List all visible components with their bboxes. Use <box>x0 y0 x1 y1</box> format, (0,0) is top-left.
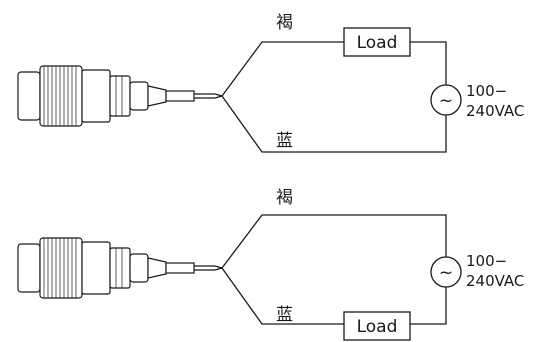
circuit-2: Load ~ 100− 240VAC 褐 蓝 <box>17 188 524 341</box>
blue-wire-label: 蓝 <box>276 305 293 325</box>
voltage-line-2: 240VAC <box>466 102 524 120</box>
blue-wire-label: 蓝 <box>276 131 293 151</box>
blue-wire <box>214 267 344 325</box>
load-to-source-wire <box>410 287 447 325</box>
load-label: Load <box>357 33 398 53</box>
voltage-line-2: 240VAC <box>466 272 524 290</box>
ac-symbol-icon: ~ <box>439 91 453 111</box>
load-to-source-wire <box>410 41 447 85</box>
proximity-sensor <box>17 65 216 127</box>
brown-wire <box>214 41 344 97</box>
circuit-1: Load ~ 100− 240VAC 褐 蓝 <box>17 13 524 153</box>
voltage-line-1: 100− <box>466 82 507 100</box>
brown-wire-label: 褐 <box>276 13 293 33</box>
ac-source <box>430 256 462 288</box>
ac-source <box>430 84 462 116</box>
load-box <box>343 311 411 341</box>
brown-wire-label: 褐 <box>276 188 293 208</box>
load-label: Load <box>357 317 398 337</box>
ac-symbol-icon: ~ <box>439 263 453 283</box>
proximity-sensor <box>17 237 216 299</box>
load-box <box>343 27 411 57</box>
voltage-line-1: 100− <box>466 252 507 270</box>
blue-wire <box>214 95 447 153</box>
brown-wire <box>214 214 447 269</box>
